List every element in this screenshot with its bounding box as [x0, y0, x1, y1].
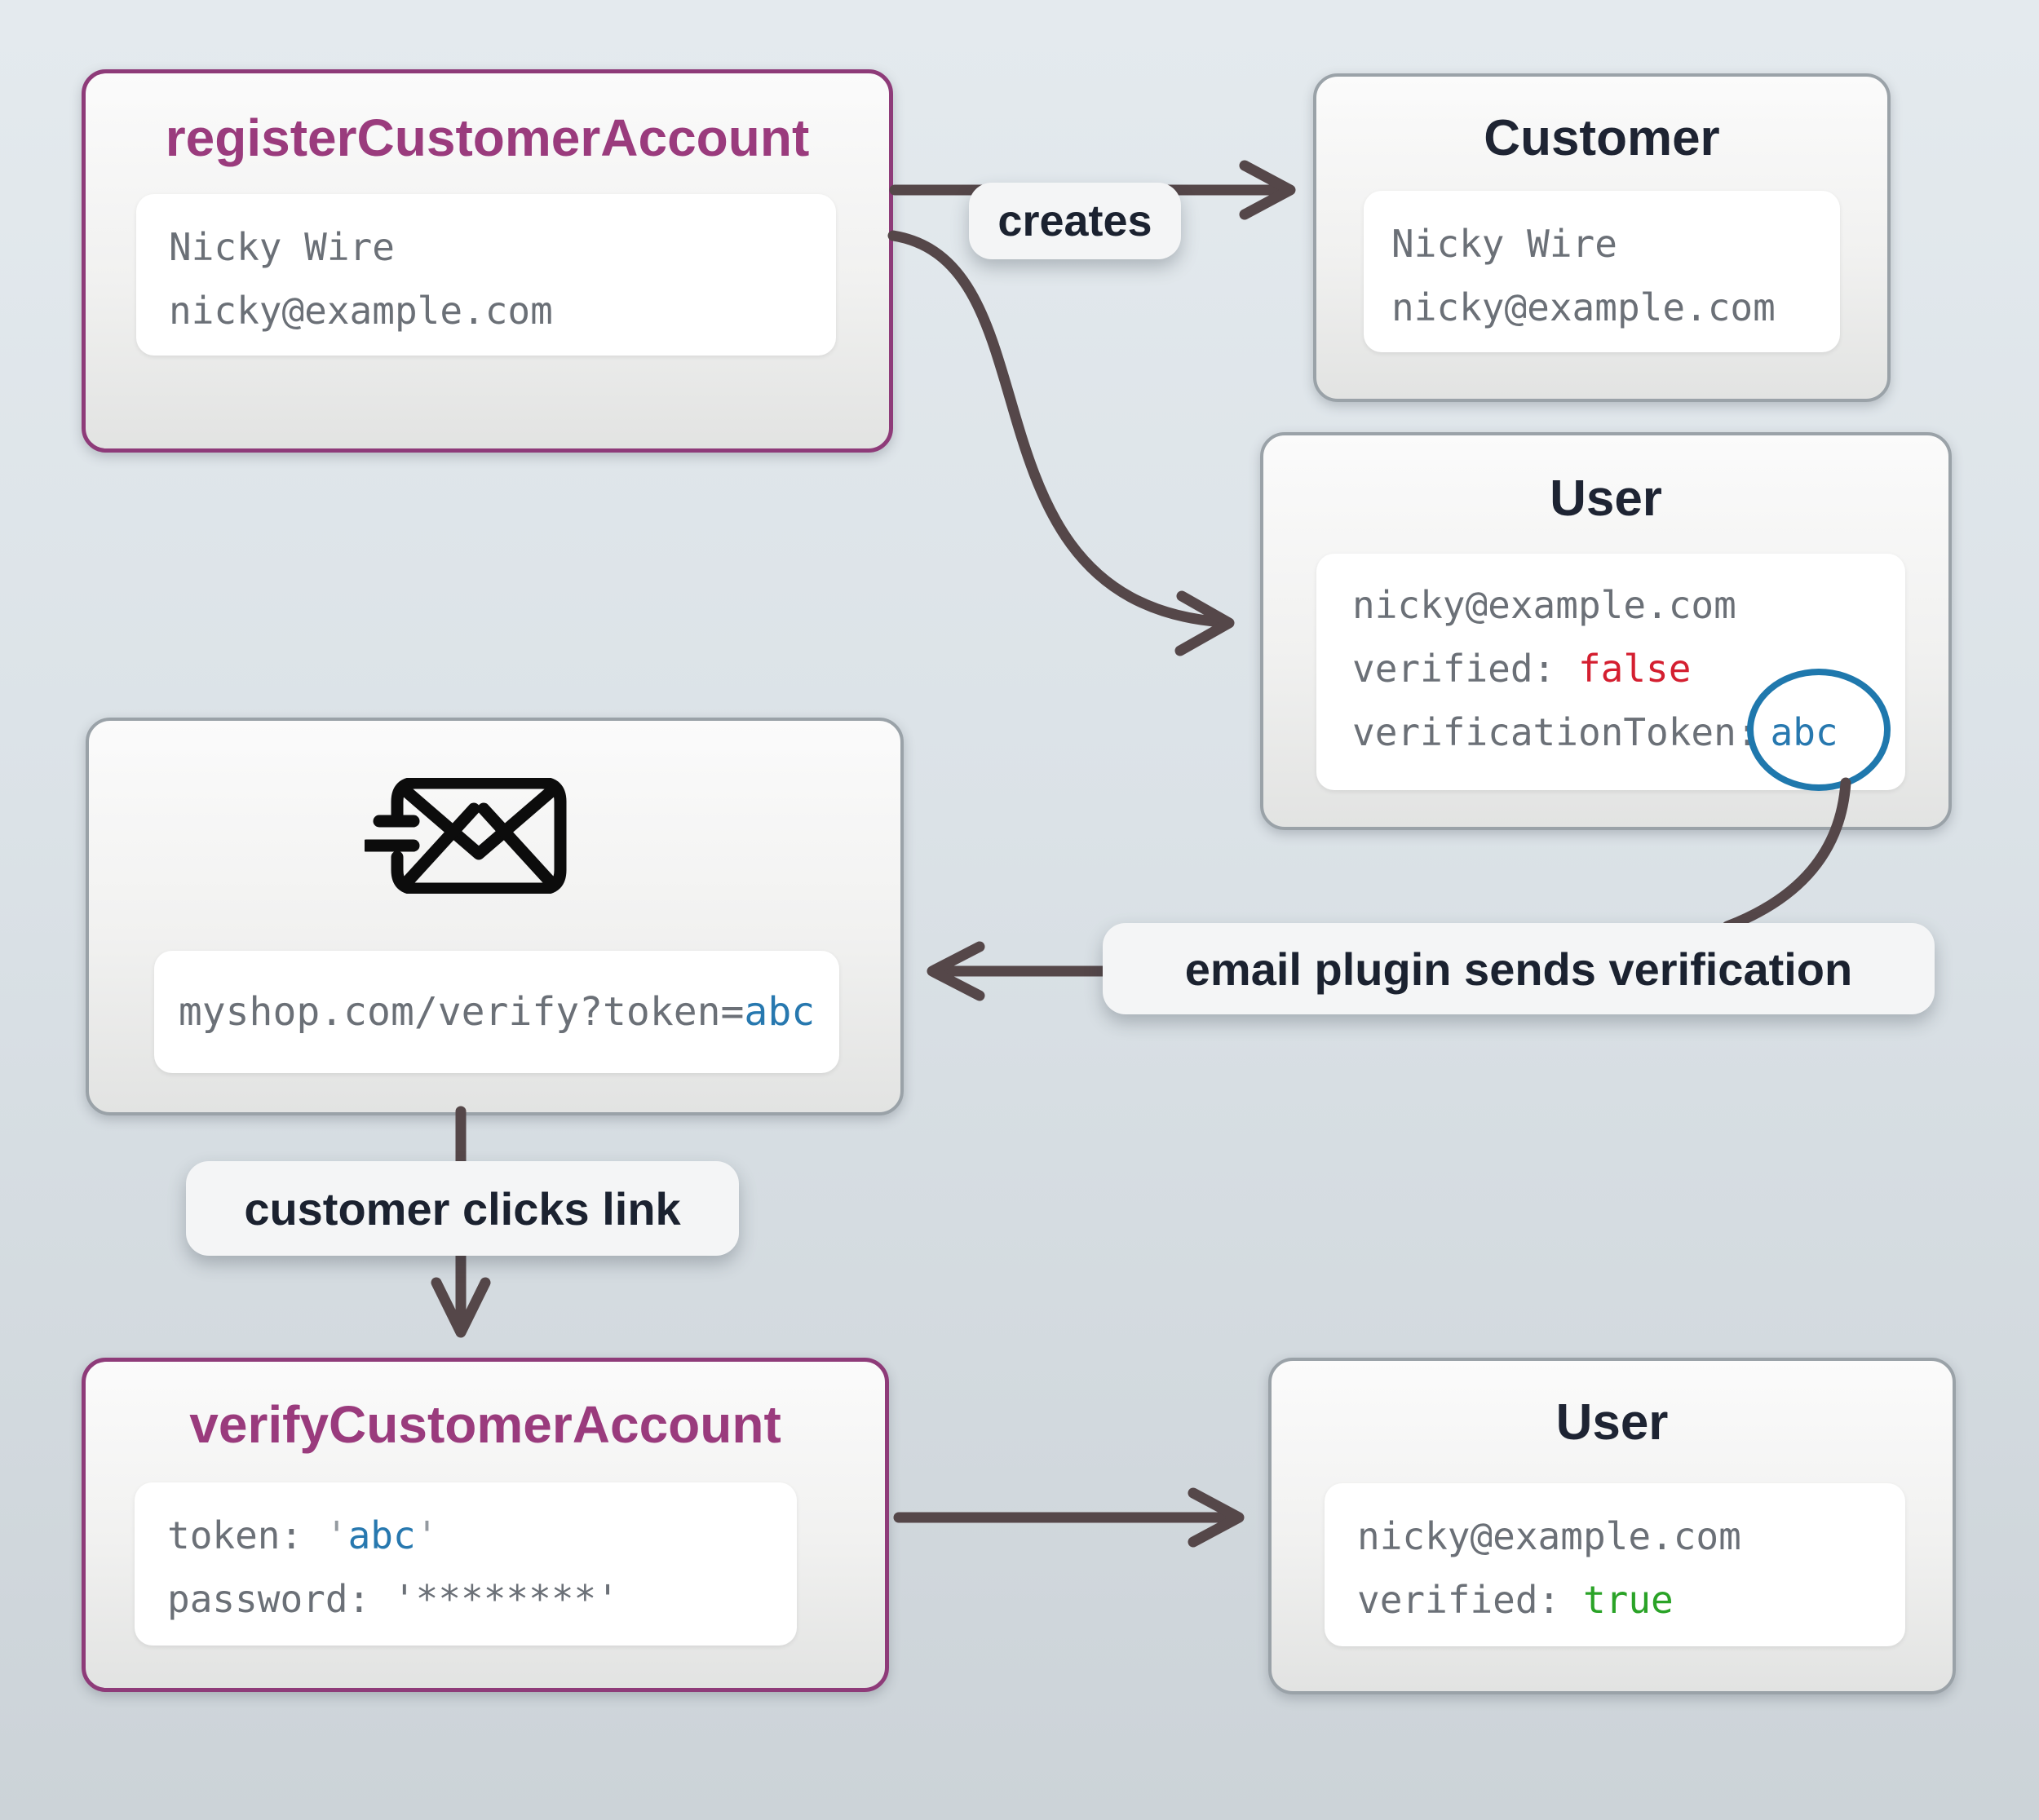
arrowhead-label-to-email: [927, 941, 985, 1001]
register-customer-email: nicky@example.com: [169, 289, 553, 333]
user-unverified-title: User: [1550, 470, 1662, 527]
register-customer-name: Nicky Wire: [169, 225, 395, 269]
verified-label: verified:: [1352, 647, 1578, 691]
password-label: password:: [167, 1577, 393, 1621]
verified-label: verified:: [1357, 1578, 1583, 1622]
user-verified-title: User: [1555, 1394, 1669, 1451]
verify-token-label: token:: [167, 1513, 325, 1557]
close-quote: ': [415, 1513, 439, 1557]
node-customer: Customer Nicky Wire nicky@example.com: [1313, 73, 1891, 402]
node-user-verified: User nicky@example.com verified: true: [1268, 1358, 1956, 1694]
arrowhead-register-to-customer: [1239, 160, 1296, 220]
verified-value-false: false: [1577, 647, 1692, 691]
user-verified-line: verified: true: [1357, 1568, 1873, 1632]
label-email-plugin-sends-verification: email plugin sends verification: [1103, 923, 1935, 1014]
verify-input-card: token: 'abc' password: '********': [135, 1482, 797, 1646]
verified-value-true: true: [1582, 1578, 1674, 1622]
verify-title: verifyCustomerAccount: [189, 1395, 781, 1454]
customer-email: nicky@example.com: [1391, 285, 1776, 329]
user-email: nicky@example.com: [1352, 583, 1736, 627]
label-creates: creates: [969, 183, 1181, 259]
node-register-customer-account: registerCustomerAccount Nicky Wire nicky…: [82, 69, 893, 453]
envelope-back-left: [399, 802, 480, 890]
user-verified-email: nicky@example.com: [1357, 1514, 1741, 1558]
user-token-line: verificationToken:abc: [1352, 669, 1891, 791]
verify-token-line: token: 'abc': [167, 1504, 764, 1567]
arrow-register-to-user: [887, 230, 1229, 628]
node-verification-email: myshop.com/verify?token=abc: [86, 718, 904, 1115]
register-input-card: Nicky Wire nicky@example.com: [136, 194, 836, 356]
verify-token-value: abc: [347, 1513, 416, 1557]
verification-url: myshop.com/verify?token=: [178, 989, 745, 1035]
register-title: registerCustomerAccount: [165, 108, 810, 167]
token-highlight-circle: [1747, 669, 1891, 791]
token-circle-wrap: abc: [1747, 669, 1891, 791]
customer-title: Customer: [1484, 110, 1720, 166]
envelope-flap: [396, 781, 562, 860]
verification-link-card: myshop.com/verify?token=abc: [154, 951, 839, 1073]
arrowhead-verify-to-user: [1188, 1487, 1245, 1548]
user-verified-line: verified: false: [1352, 637, 1869, 700]
token-label: verificationToken:: [1352, 710, 1759, 754]
password-value: '********': [392, 1577, 619, 1621]
user-unverified-data-card: nicky@example.com verified: false verifi…: [1316, 554, 1905, 791]
node-verify-customer-account: verifyCustomerAccount token: 'abc' passw…: [82, 1358, 889, 1692]
user-verified-data-card: nicky@example.com verified: true: [1325, 1483, 1905, 1646]
arrowhead-register-to-user: [1174, 590, 1235, 656]
verify-password-line: password: '********': [167, 1567, 764, 1631]
node-user-unverified: User nicky@example.com verified: false v…: [1260, 432, 1952, 830]
send-email-icon: [365, 778, 567, 894]
customer-name: Nicky Wire: [1391, 222, 1617, 266]
arrowhead-email-to-verify: [431, 1277, 491, 1338]
label-customer-clicks-link: customer clicks link: [186, 1161, 739, 1256]
envelope-back-right: [477, 802, 559, 890]
verification-url-token: abc: [744, 989, 816, 1035]
customer-data-card: Nicky Wire nicky@example.com: [1364, 191, 1840, 352]
open-quote: ': [325, 1513, 348, 1557]
